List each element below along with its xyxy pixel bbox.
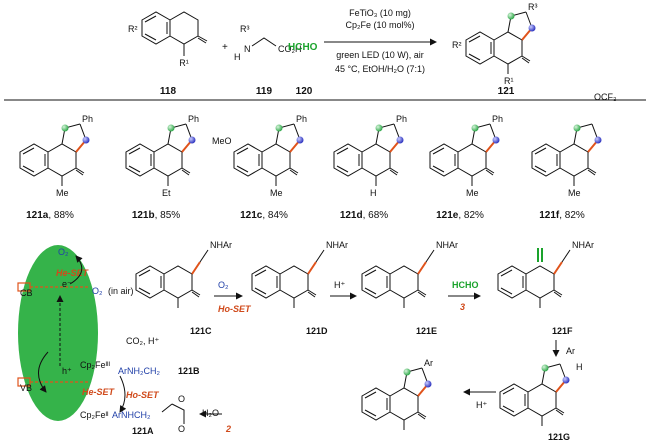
compound-121-id: 121	[498, 86, 515, 97]
r2-label: R²	[128, 24, 138, 34]
acid-o-bottom: O	[178, 424, 185, 434]
ho-set-cd: Ho-SET	[218, 304, 252, 314]
plus-sign-1: +	[222, 42, 228, 53]
ar-g: Ar	[566, 346, 575, 356]
reactant-119: R³ N H CO₂H 119	[234, 24, 302, 97]
intermediate-e-id: 121E	[416, 326, 437, 336]
r3-label-119: R³	[240, 24, 250, 34]
methoxy-substituent: MeO	[212, 136, 232, 146]
aryl-label: Ph	[82, 114, 93, 124]
intermediate-d-id: 121D	[306, 326, 328, 336]
n-substituent: Me	[466, 188, 479, 198]
reaction-arrow: FeTiO₃ (10 mg) Cp₂Fe (10 mol%) green LED…	[324, 8, 437, 74]
ferrocene-bottom: Cp₂Feᴵᴵ	[80, 410, 109, 420]
ho-set-right: Ho-SET	[126, 390, 160, 400]
ferrocenium-top: Cp₂Feᴵᴵᴵ	[80, 360, 111, 370]
yield-label: 121a, 88%	[26, 210, 74, 221]
n-substituent: H	[370, 188, 377, 198]
co2-h-label: CO₂, H⁺	[126, 336, 159, 346]
valence-band-label: VB	[20, 383, 32, 393]
r1-product-label: R¹	[504, 76, 514, 86]
o2-step-cd: O₂	[218, 280, 229, 290]
step-2-label: 2	[225, 424, 231, 434]
hole-label: h⁺	[62, 366, 72, 376]
intermediate-f-id: 121F	[552, 326, 573, 336]
superoxide-label: O₂	[58, 247, 69, 257]
o2-label: O₂	[92, 286, 103, 296]
compound-120-id: 120	[296, 86, 313, 97]
aryl-label: Ph	[492, 114, 503, 124]
intermediate-b-id: 121B	[178, 366, 200, 376]
n-substituent: Me	[56, 188, 69, 198]
r1-label: R¹	[179, 58, 189, 68]
mechanism: CB VB e⁻ h⁺ O₂ He-SET O₂ (in air) He-SET…	[17, 240, 594, 442]
yield-label: 121c, 84%	[240, 210, 288, 221]
aryl-label: OCF₃	[594, 92, 617, 102]
intermediate-c-id: 121C	[190, 326, 212, 336]
conduction-band-label: CB	[20, 288, 33, 298]
he-set-left: He-SET	[82, 387, 116, 397]
ar-final: Ar	[424, 358, 433, 368]
in-air-label: (in air)	[108, 286, 134, 296]
h-g: H	[576, 362, 583, 372]
intermediate-a-id: 121A	[132, 426, 154, 436]
glycine-acid: CO₂H	[278, 44, 302, 54]
hplus-g: H⁺	[476, 400, 487, 410]
compound-119-id: 119	[256, 86, 273, 97]
aryl-label: Ph	[188, 114, 199, 124]
step-3-label: 3	[460, 302, 465, 312]
condition-catalyst: FeTiO₃ (10 mg)	[349, 8, 411, 18]
aryl-label: Ph	[296, 114, 307, 124]
acid-o-top: O	[178, 394, 185, 404]
condition-temperature: 45 °C, EtOH/H₂O (7:1)	[335, 64, 425, 74]
nhar-f: NHAr	[572, 240, 594, 250]
aryl-label: Ph	[396, 114, 407, 124]
hplus-de: H⁺	[334, 280, 345, 290]
yield-label: 121f, 82%	[539, 210, 585, 221]
intermediate-g-id: 121G	[548, 432, 570, 442]
condition-light: green LED (10 W), air	[336, 50, 424, 60]
intermediate-a-formula: ArNHCH₂	[112, 410, 151, 420]
nhar-e: NHAr	[436, 240, 458, 250]
electron-label: e⁻	[62, 279, 72, 289]
nhar-d: NHAr	[326, 240, 348, 250]
product-121d: PhH	[333, 114, 407, 198]
product-121: R² R³ R¹	[452, 2, 538, 86]
formaldehyde-label: HCHO	[288, 42, 318, 53]
fetio3-particle	[18, 245, 98, 421]
compound-118-id: 118	[160, 86, 177, 97]
glycine-h: H	[234, 52, 241, 62]
nhar-c: NHAr	[210, 240, 232, 250]
condition-ferrocene: Cp₂Fe (10 mol%)	[345, 20, 414, 30]
n-substituent: Me	[568, 188, 581, 198]
r2-product-label: R²	[452, 40, 462, 50]
reactant-118: R¹ R² 118	[128, 11, 208, 97]
water-label: H₂O	[202, 408, 219, 418]
n-substituent: Me	[270, 188, 283, 198]
he-set-top: He-SET	[56, 268, 90, 278]
glycine-n: N	[244, 44, 251, 54]
yield-label: 121e, 82%	[436, 210, 484, 221]
intermediate-b-formula: ArNH₂CH₂	[118, 366, 160, 376]
yield-label: 121b, 85%	[132, 210, 180, 221]
hcho-step-3: HCHO	[452, 280, 479, 290]
n-substituent: Et	[162, 188, 171, 198]
r3-product-label: R³	[528, 2, 538, 12]
product-121f: OCF₃ Me	[531, 92, 617, 198]
yield-label: 121d, 68%	[340, 210, 388, 221]
